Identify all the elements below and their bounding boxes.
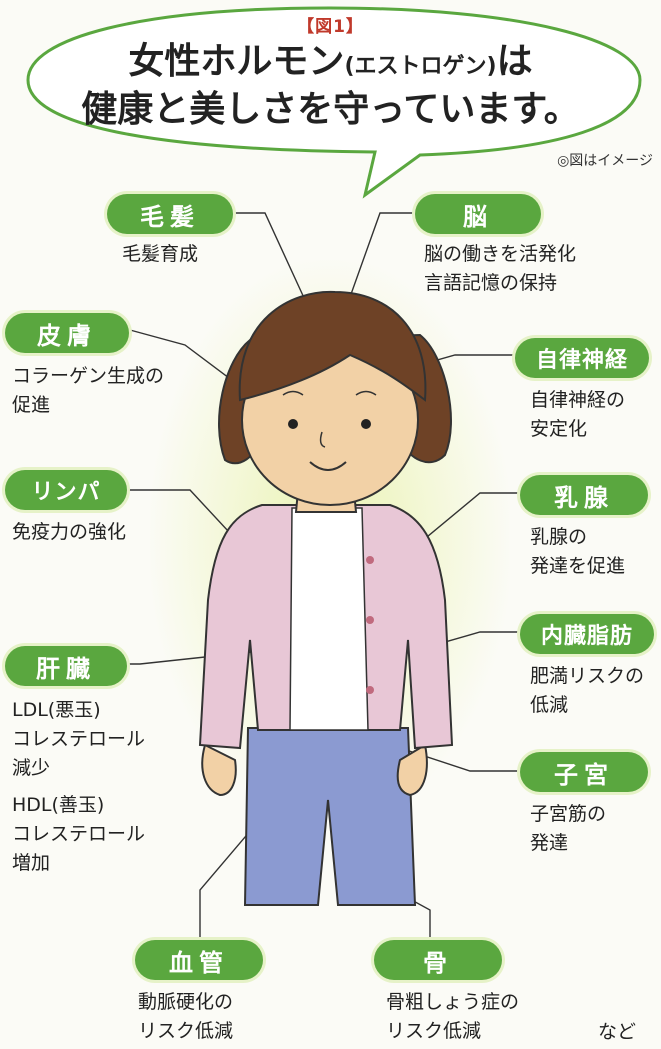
image-note: ◎図はイメージ — [557, 153, 653, 169]
label-mammary: 乳腺 — [520, 475, 648, 515]
speech-bubble — [26, 6, 642, 199]
desc-brain: 脳の働きを活発化 言語記憶の保持 — [424, 243, 577, 294]
desc-lymph: 免疫力の強化 — [12, 521, 127, 543]
label-autonomic: 自律神経 — [515, 338, 649, 378]
desc-bone: 骨粗しょう症の リスク低減 — [386, 991, 520, 1042]
desc-visceral: 肥満リスクの 低減 — [530, 665, 645, 716]
label-lymph: リンパ — [5, 470, 127, 510]
label-bone: 骨 — [374, 940, 502, 980]
shirt — [289, 507, 369, 731]
pants — [243, 727, 417, 906]
label-hair: 毛髪 — [107, 194, 233, 234]
label-skin: 皮膚 — [5, 313, 129, 353]
left-hand — [201, 743, 237, 797]
label-visceral: 内臓脂肪 — [520, 614, 654, 654]
label-brain: 脳 — [415, 194, 541, 234]
title-line-1: 女性ホルモン(エストロゲン)は — [128, 41, 533, 82]
right-hand — [396, 743, 428, 797]
desc-vessel: 動脈硬化の リスク低減 — [138, 991, 234, 1042]
desc-hair: 毛髪育成 — [122, 243, 199, 265]
desc-uterus: 子宮筋の 発達 — [530, 803, 607, 854]
desc-liver: LDL(悪玉) コレステロール 減少 HDL(善玉) コレステロール 増加 — [12, 699, 146, 874]
figure-label: 【図1】 — [297, 17, 364, 37]
desc-mammary: 乳腺の 発達を促進 — [530, 526, 626, 577]
hair-top — [238, 290, 427, 402]
label-vessel: 血管 — [135, 940, 263, 980]
desc-autonomic: 自律神経の 安定化 — [530, 389, 626, 440]
etc-label: など — [598, 1021, 637, 1043]
label-liver: 肝臓 — [5, 646, 127, 686]
title-line-2: 健康と美しさを守っています。 — [81, 89, 580, 130]
label-uterus: 子宮 — [520, 752, 648, 792]
desc-skin: コラーゲン生成の 促進 — [12, 365, 165, 416]
